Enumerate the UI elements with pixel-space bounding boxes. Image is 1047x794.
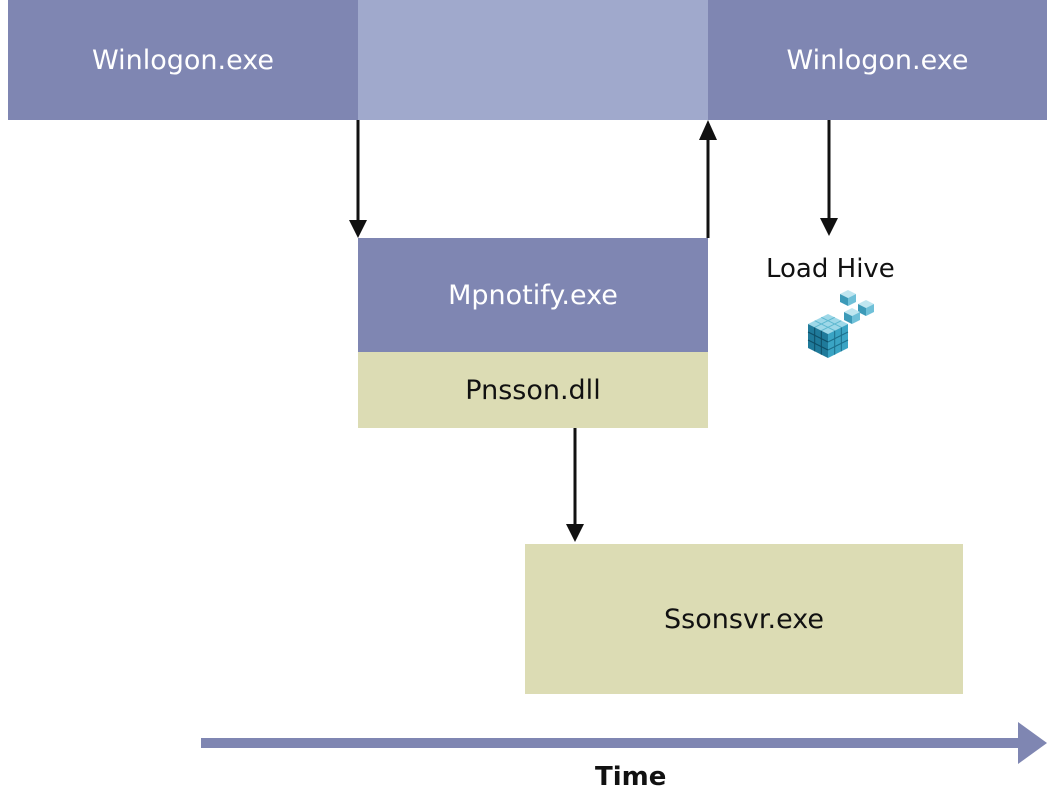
arrow-winlogon-to-load-hive (820, 120, 838, 236)
ssonsvr-label: Ssonsvr.exe (664, 603, 824, 635)
winlogon-waiting-segment (358, 0, 708, 120)
time-axis-label: Time (595, 762, 667, 792)
small-cube-icon (858, 300, 874, 316)
registry-hive-icon (807, 290, 874, 358)
small-cube-icon (844, 308, 860, 324)
load-hive-label: Load Hive (766, 254, 895, 284)
mpnotify-label: Mpnotify.exe (448, 279, 618, 311)
arrow-mpnotify-to-winlogon (699, 120, 717, 238)
arrow-winlogon-to-mpnotify (349, 120, 367, 238)
pnsson-label: Pnsson.dll (465, 374, 601, 406)
large-cube-icon (807, 314, 849, 358)
winlogon-right-box: Winlogon.exe (708, 0, 1047, 120)
small-cube-icon (840, 290, 856, 306)
time-axis-arrow (201, 722, 1047, 764)
winlogon-right-label: Winlogon.exe (786, 44, 969, 76)
winlogon-left-label: Winlogon.exe (92, 44, 274, 76)
winlogon-left-box: Winlogon.exe (8, 0, 358, 120)
mpnotify-box: Mpnotify.exe (358, 238, 708, 352)
pnsson-box: Pnsson.dll (358, 352, 708, 428)
ssonsvr-box: Ssonsvr.exe (525, 544, 963, 694)
arrow-pnsson-to-ssonsvr (566, 428, 584, 542)
